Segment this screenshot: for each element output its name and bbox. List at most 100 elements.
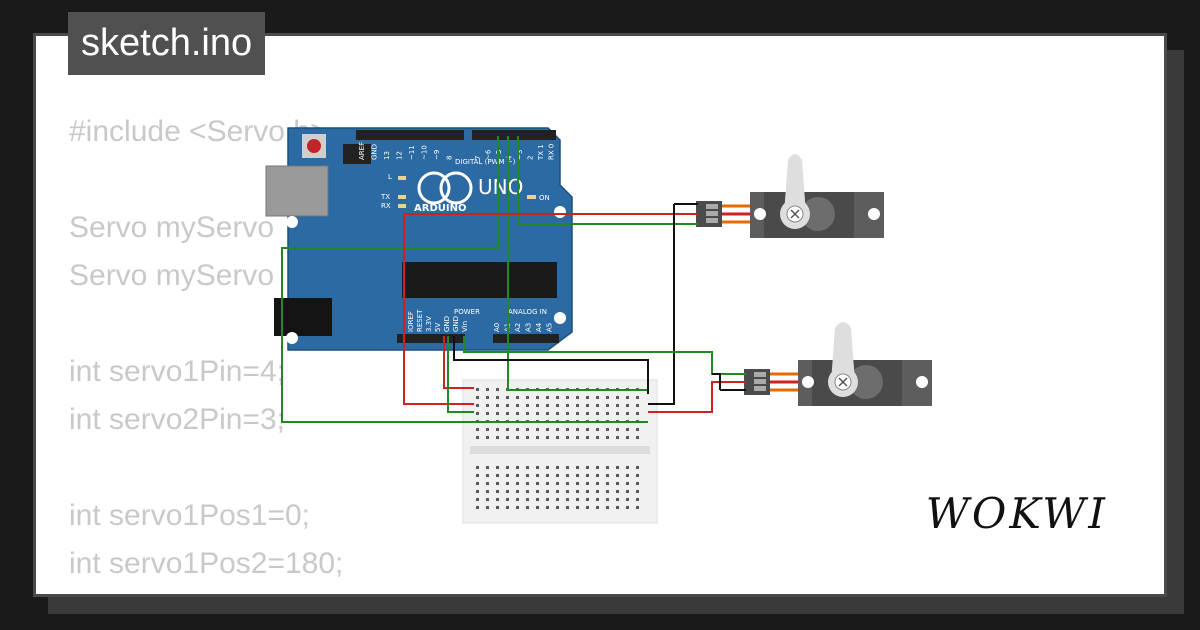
breadboard-hole[interactable] — [516, 506, 519, 509]
breadboard-hole[interactable] — [596, 506, 599, 509]
breadboard-hole[interactable] — [636, 396, 639, 399]
breadboard-hole[interactable] — [636, 466, 639, 469]
breadboard-hole[interactable] — [486, 498, 489, 501]
breadboard-hole[interactable] — [546, 466, 549, 469]
breadboard-hole[interactable] — [556, 436, 559, 439]
servo-motor-2[interactable] — [744, 322, 932, 406]
breadboard-hole[interactable] — [586, 396, 589, 399]
breadboard-hole[interactable] — [626, 466, 629, 469]
breadboard-hole[interactable] — [556, 490, 559, 493]
breadboard-hole[interactable] — [586, 428, 589, 431]
breadboard-hole[interactable] — [486, 388, 489, 391]
breadboard-hole[interactable] — [556, 474, 559, 477]
breadboard-hole[interactable] — [526, 498, 529, 501]
breadboard-hole[interactable] — [516, 466, 519, 469]
breadboard-hole[interactable] — [516, 474, 519, 477]
breadboard-hole[interactable] — [626, 412, 629, 415]
breadboard-hole[interactable] — [626, 490, 629, 493]
breadboard-hole[interactable] — [526, 466, 529, 469]
breadboard-hole[interactable] — [616, 474, 619, 477]
breadboard-hole[interactable] — [486, 396, 489, 399]
servo-motor-1[interactable] — [696, 154, 884, 238]
breadboard-hole[interactable] — [616, 498, 619, 501]
breadboard-hole[interactable] — [476, 466, 479, 469]
breadboard-hole[interactable] — [476, 436, 479, 439]
breadboard-hole[interactable] — [606, 474, 609, 477]
breadboard-hole[interactable] — [566, 474, 569, 477]
wire-green-3[interactable] — [447, 336, 474, 413]
breadboard-hole[interactable] — [596, 466, 599, 469]
breadboard-hole[interactable] — [536, 428, 539, 431]
breadboard-hole[interactable] — [506, 404, 509, 407]
breadboard-hole[interactable] — [476, 474, 479, 477]
breadboard-hole[interactable] — [636, 490, 639, 493]
breadboard-hole[interactable] — [526, 428, 529, 431]
breadboard-hole[interactable] — [496, 396, 499, 399]
breadboard-hole[interactable] — [636, 482, 639, 485]
breadboard-hole[interactable] — [576, 436, 579, 439]
breadboard-hole[interactable] — [576, 428, 579, 431]
breadboard-hole[interactable] — [516, 428, 519, 431]
servo2-horn[interactable] — [831, 322, 855, 382]
breadboard-hole[interactable] — [566, 436, 569, 439]
breadboard-hole[interactable] — [536, 490, 539, 493]
breadboard-hole[interactable] — [566, 482, 569, 485]
breadboard-hole[interactable] — [516, 404, 519, 407]
breadboard-hole[interactable] — [516, 412, 519, 415]
breadboard-hole[interactable] — [546, 396, 549, 399]
breadboard-hole[interactable] — [606, 412, 609, 415]
breadboard-hole[interactable] — [586, 412, 589, 415]
breadboard-hole[interactable] — [556, 396, 559, 399]
breadboard-hole[interactable] — [606, 436, 609, 439]
breadboard-hole[interactable] — [556, 466, 559, 469]
wire-red-5v[interactable] — [443, 336, 474, 389]
breadboard-hole[interactable] — [536, 436, 539, 439]
breadboard-hole[interactable] — [476, 404, 479, 407]
breadboard-hole[interactable] — [486, 412, 489, 415]
breadboard-hole[interactable] — [536, 404, 539, 407]
breadboard-hole[interactable] — [596, 428, 599, 431]
breadboard-hole[interactable] — [496, 428, 499, 431]
breadboard-hole[interactable] — [526, 396, 529, 399]
breadboard-hole[interactable] — [536, 506, 539, 509]
breadboard-hole[interactable] — [586, 474, 589, 477]
breadboard-hole[interactable] — [626, 498, 629, 501]
breadboard-hole[interactable] — [576, 490, 579, 493]
breadboard-hole[interactable] — [586, 490, 589, 493]
wire-green-servo2[interactable] — [463, 336, 746, 375]
breadboard-hole[interactable] — [536, 412, 539, 415]
breadboard-hole[interactable] — [486, 474, 489, 477]
breadboard-hole[interactable] — [476, 428, 479, 431]
breadboard-hole[interactable] — [536, 498, 539, 501]
breadboard-hole[interactable] — [526, 474, 529, 477]
file-title-tab[interactable]: sketch.ino — [68, 12, 266, 75]
wire-green-2[interactable] — [507, 136, 648, 391]
breadboard-hole[interactable] — [526, 490, 529, 493]
breadboard-hole[interactable] — [566, 498, 569, 501]
breadboard-hole[interactable] — [576, 474, 579, 477]
breadboard-hole[interactable] — [546, 428, 549, 431]
breadboard-hole[interactable] — [556, 506, 559, 509]
breadboard-hole[interactable] — [586, 466, 589, 469]
breadboard-hole[interactable] — [476, 482, 479, 485]
wire-green-1[interactable] — [281, 136, 648, 423]
breadboard-hole[interactable] — [496, 404, 499, 407]
reset-button-cap[interactable] — [307, 139, 321, 153]
breadboard-hole[interactable] — [626, 506, 629, 509]
breadboard-hole[interactable] — [496, 498, 499, 501]
wire-red-bb[interactable] — [403, 214, 474, 405]
breadboard-hole[interactable] — [516, 490, 519, 493]
breadboard-hole[interactable] — [526, 482, 529, 485]
breadboard-hole[interactable] — [626, 428, 629, 431]
breadboard-hole[interactable] — [476, 490, 479, 493]
breadboard-hole[interactable] — [496, 506, 499, 509]
breadboard-hole[interactable] — [566, 404, 569, 407]
breadboard-hole[interactable] — [596, 474, 599, 477]
breadboard-hole[interactable] — [576, 396, 579, 399]
breadboard-hole[interactable] — [496, 482, 499, 485]
breadboard-hole[interactable] — [556, 482, 559, 485]
breadboard-hole[interactable] — [496, 490, 499, 493]
wire-red-servo2[interactable] — [648, 381, 746, 413]
breadboard-hole[interactable] — [576, 498, 579, 501]
